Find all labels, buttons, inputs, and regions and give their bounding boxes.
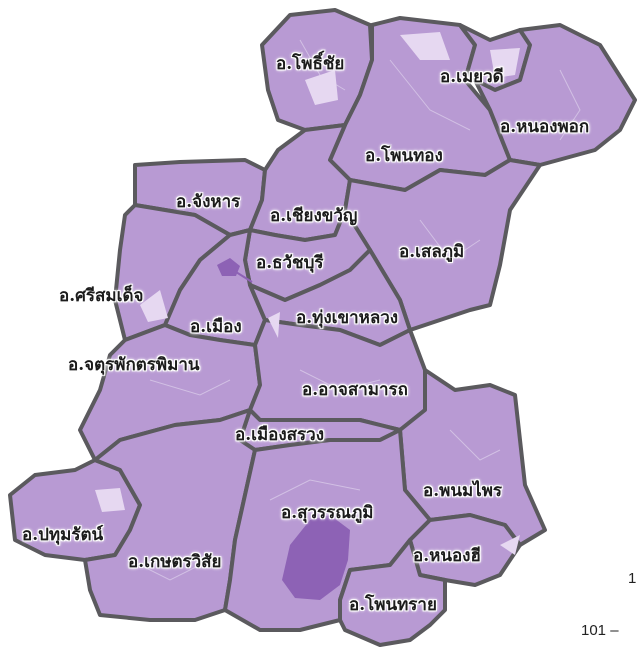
label-pathum-rat: อ.ปทุมรัตน์ [22, 525, 104, 545]
label-phon-thong: อ.โพนทอง [365, 146, 443, 166]
label-phanom-phrai: อ.พนมไพร [423, 481, 503, 501]
label-si-somdet: อ.ศรีสมเด็จ [59, 286, 144, 306]
label-pho-chai: อ.โพธิ์ชัย [276, 54, 345, 74]
side-text-line-2: 101 – [581, 622, 619, 639]
district-at-samat[interactable] [248, 318, 427, 432]
side-text-line-1: 1 [628, 570, 637, 587]
label-moei-wadi: อ.เมยวดี [440, 67, 504, 87]
label-kaset-wisai: อ.เกษตรวิสัย [128, 552, 222, 572]
label-phon-sai: อ.โพนทราย [349, 595, 437, 615]
dark-highlight-area [282, 515, 350, 600]
label-nong-hi: อ.หนองฮี [413, 546, 481, 566]
label-mueang: อ.เมือง [190, 317, 242, 337]
label-chiang-khwan: อ.เชียงขวัญ [270, 206, 358, 226]
label-suwannaphum: อ.สุวรรณภูมิ [281, 503, 374, 523]
city-marker-area [217, 258, 240, 276]
label-mueang-suang: อ.เมืองสรวง [235, 425, 325, 445]
label-thawatchaburi: อ.ธวัชบุรี [256, 253, 324, 273]
label-chaturaphak-phiman: อ.จตุรพักตรพิมาน [68, 355, 200, 375]
district-phon-sai[interactable] [338, 538, 447, 647]
label-selaphum: อ.เสลภูมิ [399, 242, 465, 262]
label-thung-khao-luang: อ.ทุ่งเขาหลวง [296, 308, 399, 328]
label-nong-phok: อ.หนองพอก [500, 117, 590, 137]
label-changhan: อ.จังหาร [176, 192, 241, 212]
label-at-samat: อ.อาจสามารถ [302, 380, 408, 400]
